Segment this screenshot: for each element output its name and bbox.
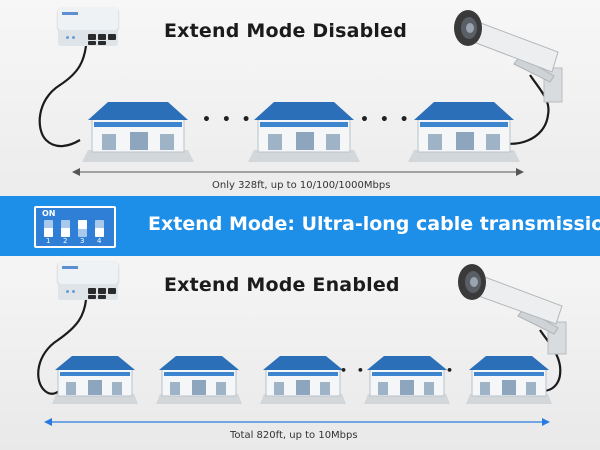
- bottom-title: Extend Mode Enabled: [164, 274, 400, 296]
- dip-switch-icon: ON 1 2 3 4: [34, 206, 116, 248]
- dip-number: 2: [63, 237, 68, 245]
- ellipsis-dots: • • •: [202, 112, 254, 128]
- ellipsis-dots: • • •: [360, 112, 412, 128]
- bottom-diagram-svg: [37, 299, 562, 426]
- extend-enabled-panel: Extend Mode Enabled: [0, 256, 600, 450]
- distance-arrow-left: [72, 168, 80, 176]
- bottom-distance-caption: Total 820ft, up to 10Mbps: [230, 430, 358, 441]
- top-title: Extend Mode Disabled: [164, 20, 408, 42]
- cable-switch-to-building: [37, 299, 88, 395]
- dip-on-label: ON: [42, 209, 56, 218]
- distance-arrow-left: [44, 418, 52, 426]
- cable-building-to-camera: [535, 329, 562, 392]
- cable-switch-to-building: [38, 45, 88, 148]
- dip-number: 4: [97, 237, 102, 245]
- extend-disabled-panel: Extend Mode Disabled • • •: [0, 0, 600, 196]
- top-diagram-svg: [38, 45, 550, 176]
- cable-building-to-camera: [491, 74, 550, 145]
- distance-arrow-right: [542, 418, 550, 426]
- dip-number: 3: [80, 237, 85, 245]
- distance-arrow-right: [516, 168, 524, 176]
- extend-mode-band: ON 1 2 3 4 Extend Mode: Ultra-long cable…: [0, 196, 600, 256]
- band-title: Extend Mode: Ultra-long cable transmissi…: [148, 213, 600, 235]
- top-distance-caption: Only 328ft, up to 10/100/1000Mbps: [212, 180, 391, 191]
- ellipsis-dots: •: [446, 364, 457, 377]
- dip-number: 1: [46, 237, 51, 245]
